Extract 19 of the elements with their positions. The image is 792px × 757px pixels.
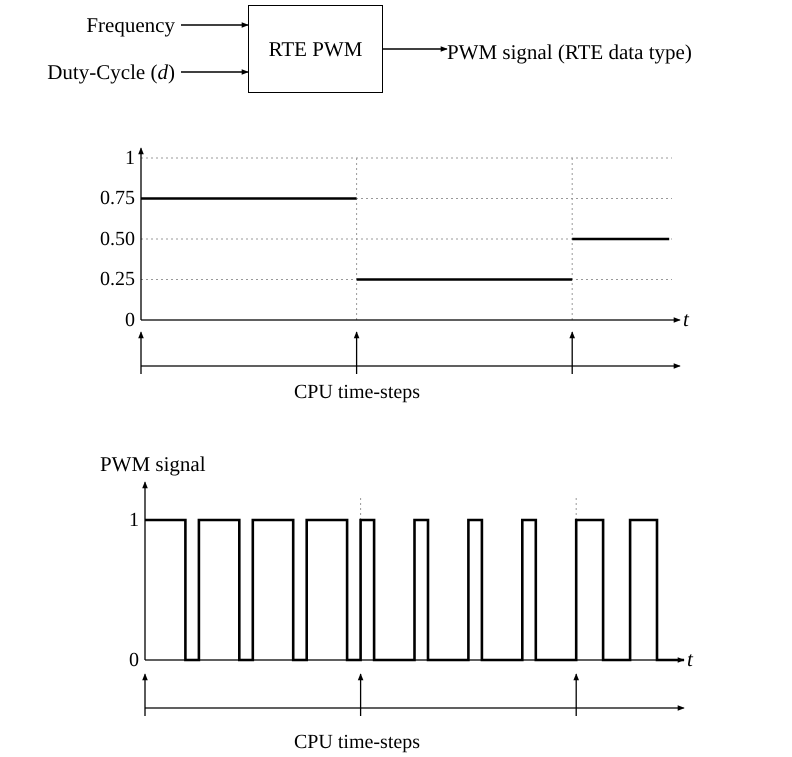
axis-tick-label: 0.75: [100, 186, 135, 210]
axis-tick-label: 0.50: [100, 227, 135, 251]
axis-label: PWM signal: [100, 452, 206, 476]
axis-tick-label: 1: [125, 146, 135, 170]
input-label: Frequency: [40, 10, 175, 40]
axis-tick-label: 0: [129, 648, 139, 672]
arrow: [181, 69, 249, 75]
axis-caption: CPU time-steps: [294, 730, 420, 754]
input-label: Duty-Cycle (d): [0, 57, 175, 87]
output-label: PWM signal (RTE data type): [447, 37, 747, 67]
axis-caption: CPU time-steps: [294, 380, 420, 404]
arrow: [181, 22, 249, 28]
process-box: RTE PWM: [248, 5, 383, 93]
arrow: [383, 46, 448, 52]
axis-tick-label: 0.25: [100, 267, 135, 291]
axis-tick-label: 0: [125, 308, 135, 332]
axis-label: t: [687, 647, 693, 671]
axis-label: t: [683, 307, 689, 331]
axis-tick-label: 1: [129, 508, 139, 532]
